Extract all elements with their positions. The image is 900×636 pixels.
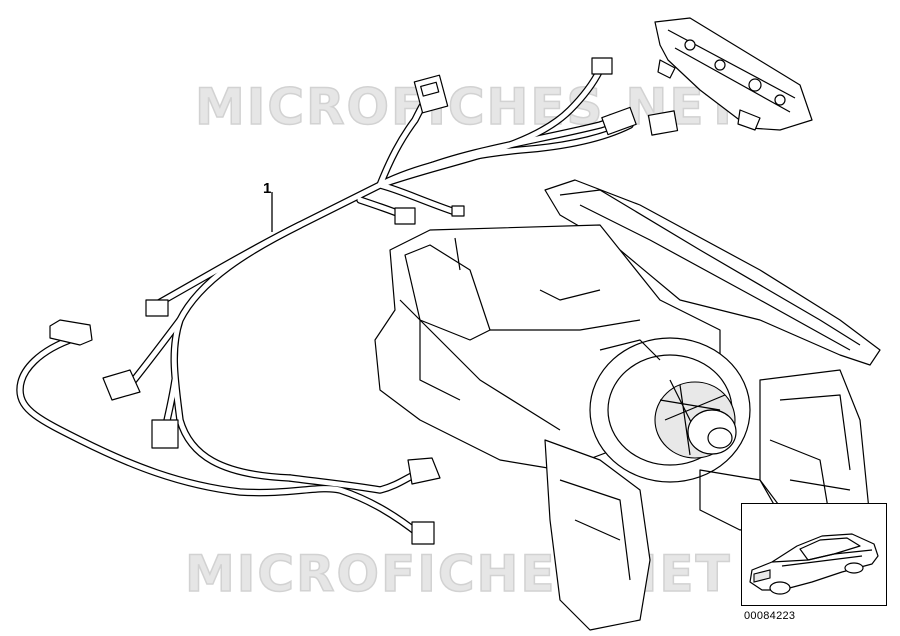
vehicle-inset — [741, 503, 887, 606]
diagram-code: 00084223 — [744, 610, 796, 622]
watermark-top: MICROFICHES.NET — [194, 77, 742, 137]
control-panel-unit[interactable] — [654, 17, 813, 131]
callout-label-1[interactable]: 1 — [263, 180, 272, 197]
heater-housing-assembly — [374, 179, 881, 631]
connector-plugs[interactable] — [49, 57, 679, 545]
car-icon — [749, 533, 879, 595]
wiring-harness[interactable] — [16, 57, 679, 545]
